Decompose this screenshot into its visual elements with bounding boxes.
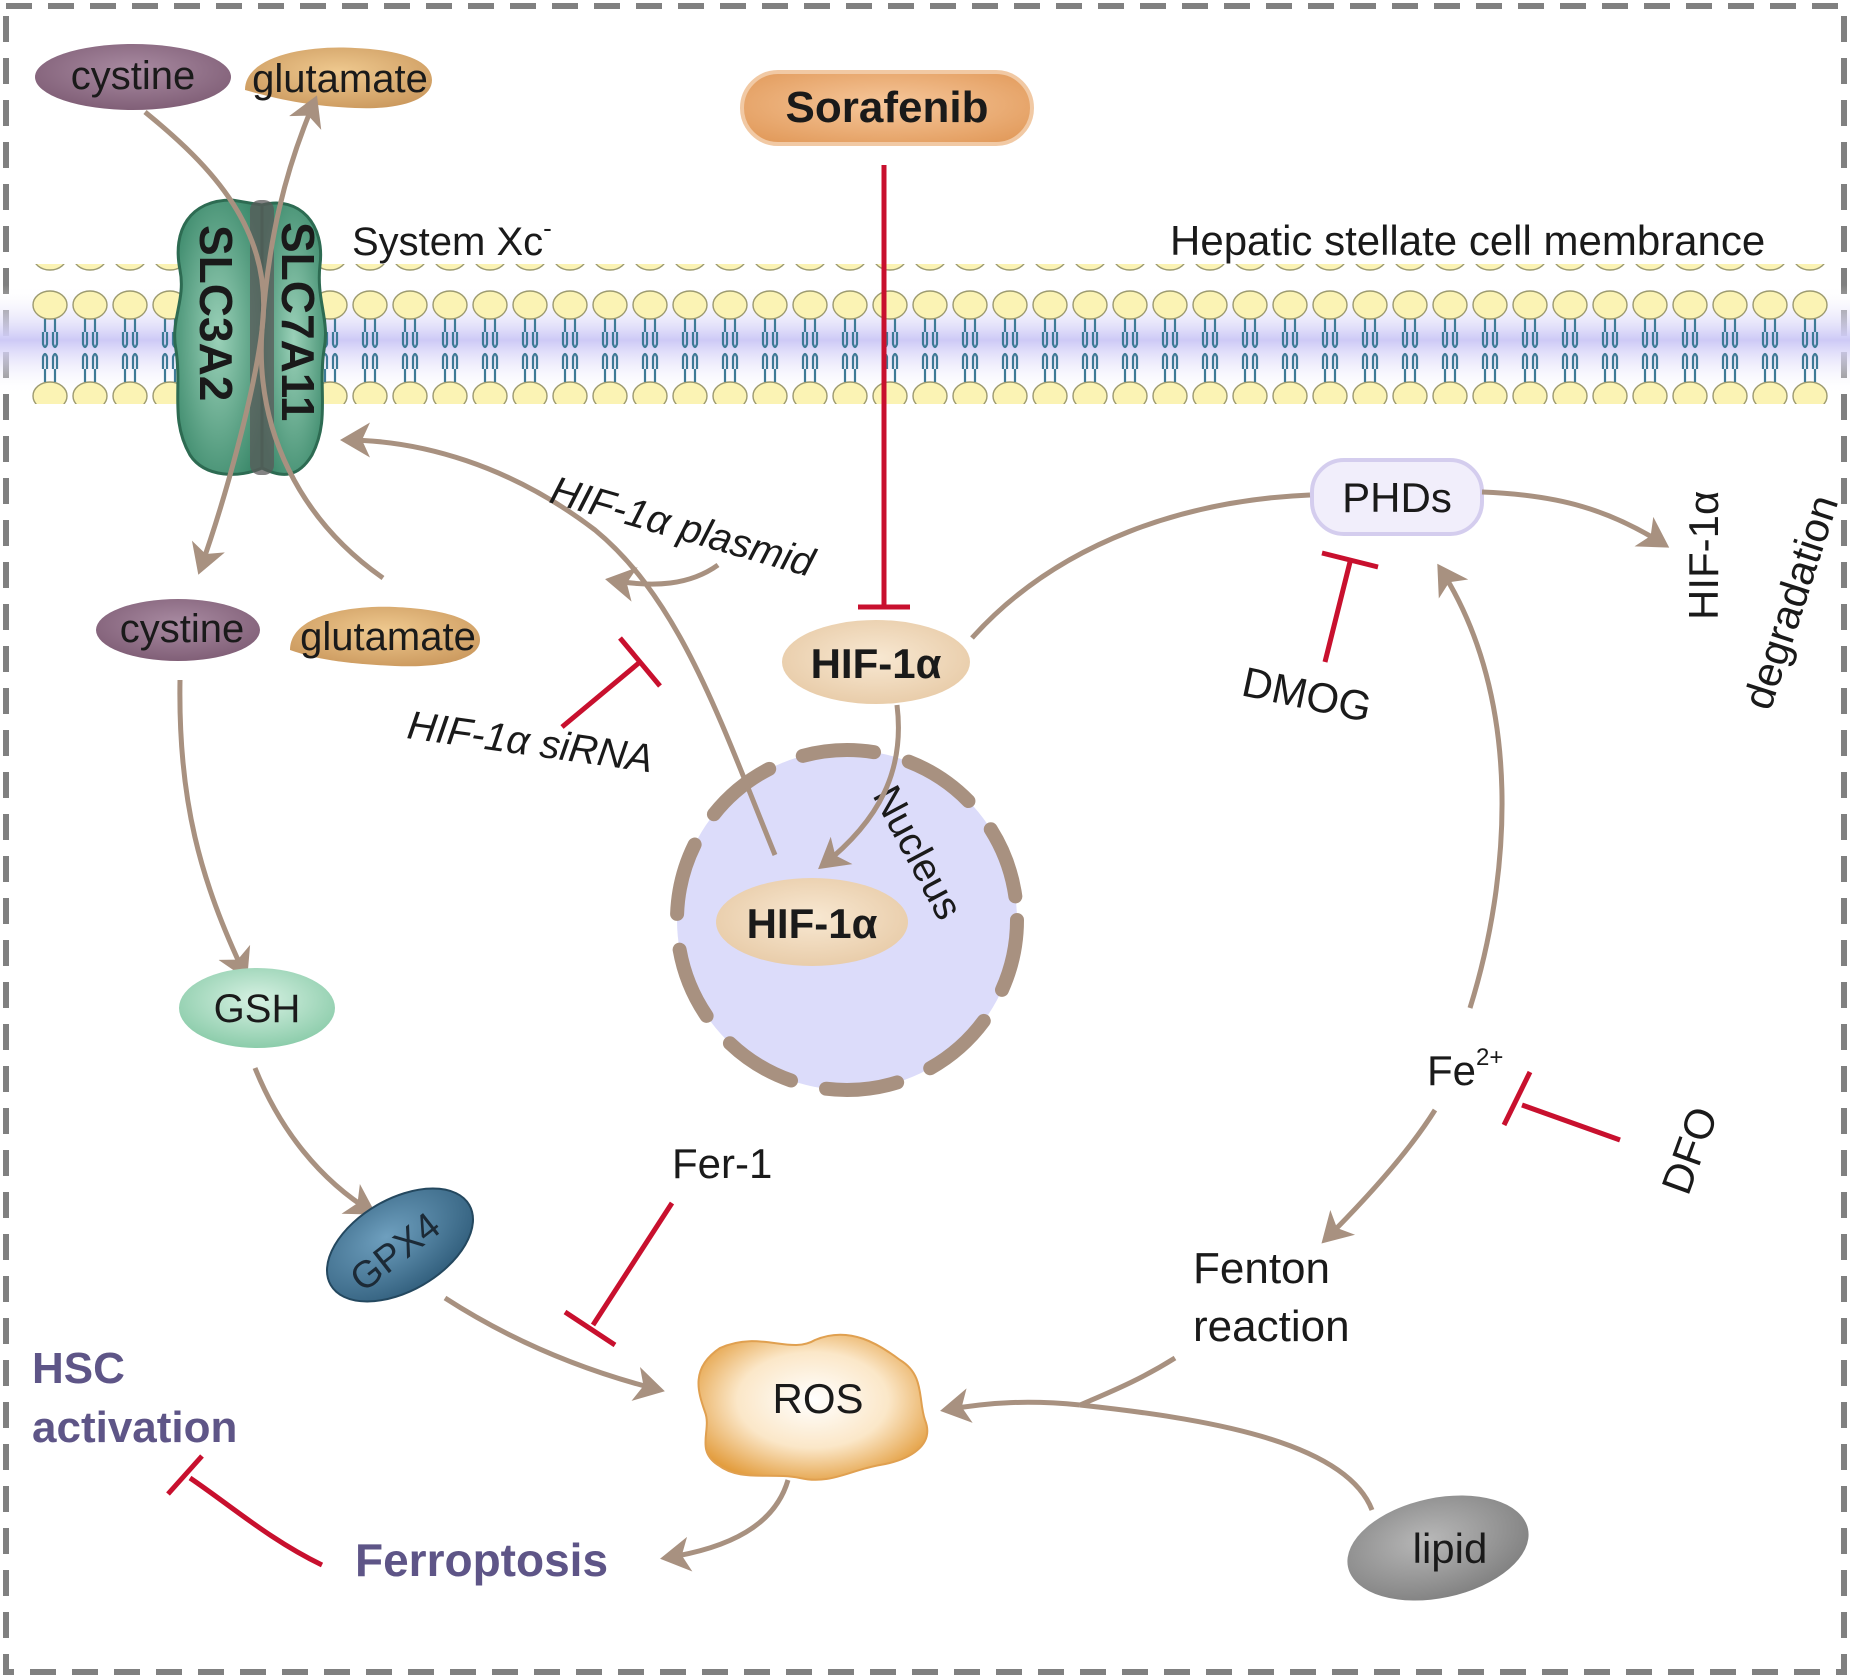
ros-node: ROS [697, 1333, 929, 1481]
fer1-label: Fer-1 [672, 1140, 772, 1187]
gpx4-to-ros-arrow [443, 1295, 665, 1401]
fe-label: Fe2+ [1427, 1044, 1503, 1094]
sorafenib-inhibits-hif [858, 165, 910, 610]
hif-1a-cytoplasm-node: HIF-1α [782, 620, 970, 704]
gsh-node: GSH [179, 968, 335, 1048]
hif-sirna-label: HIF-1α siRNA [405, 703, 656, 781]
cystine-to-gsh-arrow [177, 679, 251, 980]
membrane-label: Hepatic stellate cell membrance [1170, 217, 1765, 264]
glutamate-inside-node: glutamate [290, 606, 480, 667]
slc3a2-label: SLC3A2 [190, 225, 242, 401]
degradation-label-1: HIF-1α [1680, 491, 1727, 620]
lipid-to-ros-line [1079, 1402, 1375, 1511]
degradation-label-2: degradation [1734, 489, 1847, 715]
hif-1a-nucleus-node: HIF-1α [716, 878, 908, 966]
svg-text:HIF-1α: HIF-1α [811, 640, 942, 687]
svg-text:Sorafenib: Sorafenib [786, 83, 989, 132]
ferroptosis-label: Ferroptosis [355, 1534, 608, 1586]
dmog-label: DMOG [1238, 658, 1376, 731]
fenton-label-2: reaction [1193, 1302, 1350, 1351]
svg-text:HIF-1α: HIF-1α [747, 900, 878, 947]
fe-to-phds-arrow [1437, 563, 1505, 1009]
fenton-to-ros-line [1079, 1355, 1177, 1408]
ferroptosis-inhibits-hsc [166, 1454, 324, 1568]
glutamate-export-arrow [258, 95, 385, 581]
svg-text:lipid: lipid [1413, 1525, 1488, 1572]
system-xc-label: System Xc- [352, 213, 552, 264]
svg-text:ROS: ROS [772, 1375, 863, 1422]
svg-text:cystine: cystine [120, 607, 245, 651]
dfo-inhibition [1501, 1070, 1621, 1143]
outer-frame [3, 3, 1847, 1675]
cystine-outside-node: cystine [35, 44, 231, 110]
slc7a11-label: SLC7A11 [272, 222, 324, 421]
fenton-label-1: Fenton [1193, 1244, 1330, 1293]
svg-text:cystine: cystine [71, 54, 196, 98]
dfo-label: DFO [1652, 1101, 1726, 1200]
sorafenib-node: Sorafenib [740, 70, 1034, 146]
dmog-inhibition [1321, 550, 1379, 663]
converge-to-ros-arrow [940, 1388, 1081, 1423]
hif-translocation-arrow [818, 704, 901, 870]
fe-to-fenton-arrow [1321, 1108, 1438, 1244]
phds-to-degradation-arrow [1481, 489, 1670, 548]
gsh-to-gpx4-arrow [252, 1067, 377, 1215]
plasmid-arrow [605, 562, 720, 602]
svg-text:GSH: GSH [214, 987, 301, 1031]
hsc-label-1: HSC [32, 1344, 125, 1393]
hif-plasmid-label: HIF-1α plasmid [546, 468, 821, 586]
svg-text:glutamate: glutamate [300, 615, 476, 659]
fer1-inhibition [563, 1201, 675, 1348]
svg-text:glutamate: glutamate [252, 57, 428, 101]
system-xc-superscript: - [543, 213, 552, 243]
hif-to-slc7a11-arrow [340, 422, 778, 856]
gpx4-node: GPX4 [326, 1187, 474, 1303]
svg-text:PHDs: PHDs [1342, 474, 1452, 521]
lipid-node: lipid [1347, 1495, 1529, 1601]
sirna-inhibition [560, 636, 662, 729]
hif-to-phds-line [970, 492, 1311, 640]
ros-to-ferroptosis-arrow [660, 1479, 791, 1572]
glutamate-outside-node: glutamate [245, 47, 432, 109]
phds-node: PHDs [1310, 458, 1484, 536]
cystine-inside-node: cystine [96, 599, 260, 661]
fe-superscript: 2+ [1476, 1044, 1503, 1071]
hsc-label-2: activation [32, 1403, 237, 1452]
